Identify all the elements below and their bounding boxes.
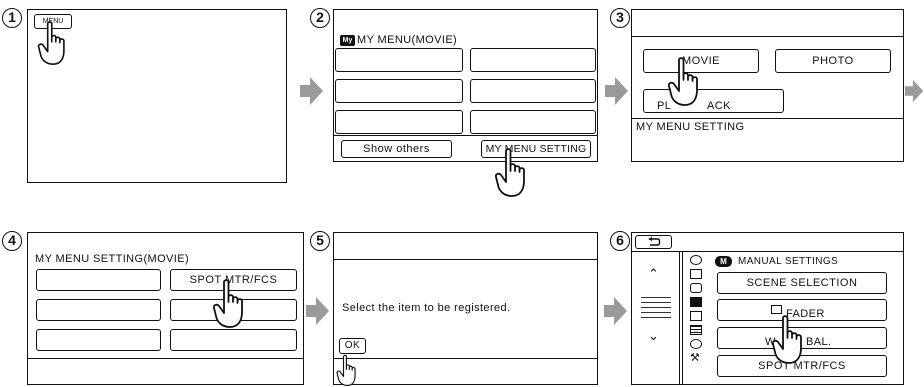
menu-slot-3[interactable] xyxy=(36,299,161,321)
category-title: MANUAL SETTINGS xyxy=(738,256,839,267)
movie-button[interactable]: MOVIE xyxy=(643,49,759,73)
pointing-hand-icon xyxy=(36,20,72,67)
edit-copy-icon[interactable] xyxy=(690,311,702,321)
playback-icon[interactable] xyxy=(690,297,702,307)
scene-selection-button[interactable]: SCENE SELECTION xyxy=(717,272,887,294)
scrollbar-line xyxy=(641,312,671,313)
camera-icon[interactable] xyxy=(690,283,702,293)
spot-mtr-fcs-button[interactable]: SPOT MTR/FCS xyxy=(717,355,887,377)
scroll-divider xyxy=(679,251,680,384)
footer-divider xyxy=(334,358,597,359)
instruction-text: Select the item to be registered. xyxy=(342,302,511,314)
scrollbar-line xyxy=(641,297,671,298)
pointing-hand-icon xyxy=(330,354,366,387)
scrollbar-line xyxy=(641,317,671,318)
step-number-3: 3 xyxy=(610,8,630,28)
return-icon xyxy=(648,237,661,246)
manual-settings-icon[interactable] xyxy=(690,255,702,265)
header-divider xyxy=(334,259,597,260)
step-number-1: 1 xyxy=(2,8,22,28)
playback-label-right: ACK xyxy=(707,100,731,112)
pointing-hand-icon xyxy=(666,56,706,108)
step3-screen: MOVIE PHOTO PL ACK MY MENU SETTING xyxy=(631,9,904,162)
connection-icon[interactable] xyxy=(690,339,702,349)
step1-screen: MENU xyxy=(27,9,287,183)
playback-label-left: PL xyxy=(657,100,672,112)
menu-slot-4[interactable] xyxy=(470,79,596,103)
spot-mtr-fcs-button[interactable]: SPOT MTR/FCS xyxy=(170,269,297,291)
fader-label: FADER xyxy=(786,308,825,320)
pointing-hand-icon xyxy=(211,278,251,330)
my-menu-title: MY MENU(MOVIE) xyxy=(357,34,458,46)
footer-divider xyxy=(632,118,903,119)
menu-slot-3[interactable] xyxy=(335,79,463,103)
step-number-2: 2 xyxy=(310,8,330,28)
menu-slot-1[interactable] xyxy=(335,48,463,72)
step-number-6: 6 xyxy=(610,231,630,251)
menu-slot-5[interactable] xyxy=(335,110,463,134)
wb-label-right: BAL. xyxy=(806,336,832,348)
my-menu-setting-label: MY MENU SETTING xyxy=(636,121,745,133)
my-menu-setting-title: MY MENU SETTING(MOVIE) xyxy=(35,253,190,265)
menu-slot-6[interactable] xyxy=(470,110,596,134)
right-arrow-icon xyxy=(605,76,629,106)
right-arrow-icon xyxy=(604,296,628,326)
manual-badge: M xyxy=(715,256,732,267)
fader-icon xyxy=(771,305,782,314)
step4-screen: MY MENU SETTING(MOVIE) SPOT MTR/FCS xyxy=(27,232,304,385)
fader-button[interactable]: FADER xyxy=(717,299,887,321)
back-button[interactable] xyxy=(635,235,672,249)
wb-label-left: W xyxy=(765,336,776,348)
media-settings-icon[interactable] xyxy=(690,325,702,335)
scrollbar-line xyxy=(641,302,671,303)
ok-button[interactable]: OK xyxy=(339,338,366,354)
show-others-button[interactable]: Show others xyxy=(341,140,452,158)
step6-screen: ⌃ ⌄ ⚒ M MANUAL SETTINGS SCENE SELECTION … xyxy=(631,232,904,385)
playback-button[interactable]: PL ACK xyxy=(643,89,784,113)
pointing-hand-icon xyxy=(493,147,533,199)
wrench-icon[interactable]: ⚒ xyxy=(690,352,700,364)
my-menu-badge: My xyxy=(340,35,355,46)
photo-button[interactable]: PHOTO xyxy=(775,49,891,73)
right-arrow-icon xyxy=(300,76,324,106)
scroll-divider xyxy=(682,251,683,384)
header-divider xyxy=(632,251,903,252)
footer-divider xyxy=(28,358,303,359)
menu-slot-6[interactable] xyxy=(170,329,297,351)
menu-slot-2[interactable] xyxy=(470,48,596,72)
scroll-up-icon[interactable]: ⌃ xyxy=(648,267,659,282)
step2-screen: My MY MENU(MOVIE) Show others MY MENU SE… xyxy=(333,9,598,162)
step5-screen: Select the item to be registered. OK xyxy=(333,232,598,385)
pointing-hand-icon xyxy=(770,314,810,366)
right-arrow-icon xyxy=(905,76,924,106)
menu-slot-1[interactable] xyxy=(36,269,161,291)
step-number-5: 5 xyxy=(310,231,330,251)
divider xyxy=(334,135,597,136)
white-balance-button[interactable]: W BAL. xyxy=(717,327,887,349)
menu-slot-5[interactable] xyxy=(36,329,161,351)
menu-button[interactable]: MENU xyxy=(34,14,72,29)
header-divider xyxy=(632,36,903,37)
shooting-set-icon[interactable] xyxy=(690,269,702,279)
scroll-down-icon[interactable]: ⌄ xyxy=(648,329,659,344)
right-arrow-icon xyxy=(306,296,330,326)
scrollbar-line xyxy=(641,307,671,308)
step-number-4: 4 xyxy=(2,231,22,251)
